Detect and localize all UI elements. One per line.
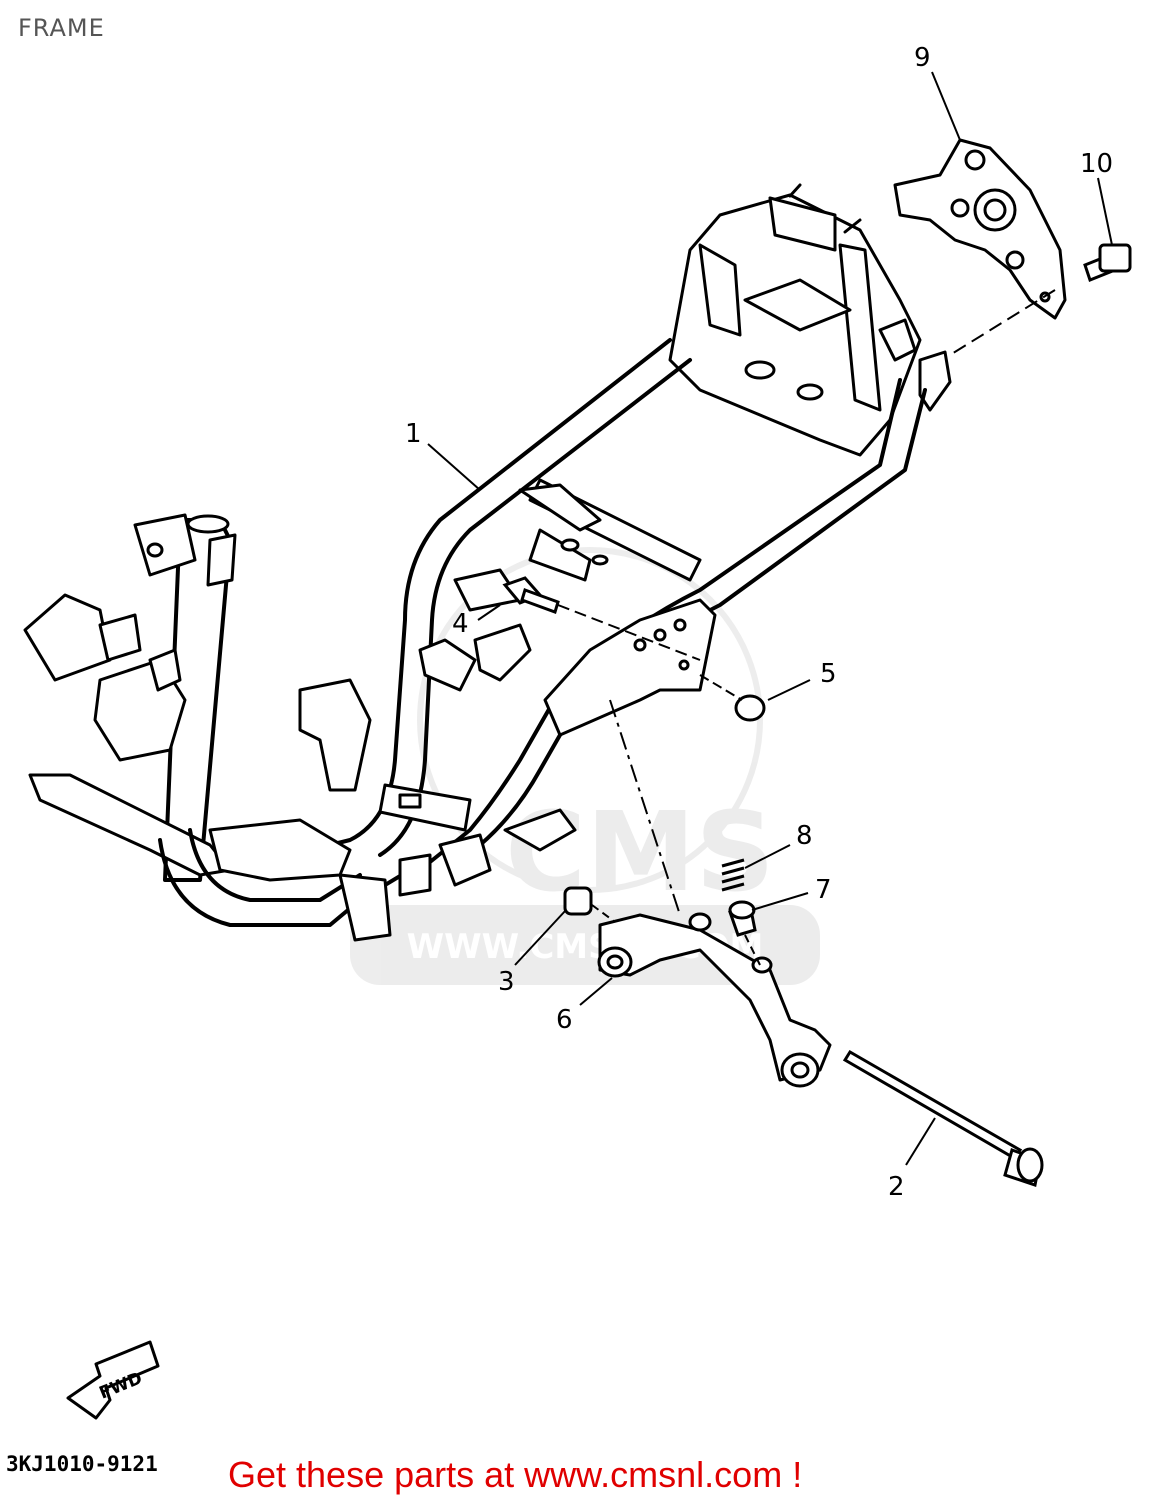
- part-2-long-bolt: [842, 1049, 1044, 1187]
- frame-main-body: [23, 183, 952, 942]
- callout-7: 7: [815, 875, 832, 905]
- leader-lines: [427, 71, 1113, 1166]
- callout-5: 5: [820, 659, 837, 689]
- cms-watermark-logo: WWW.CMSNL.COM CMS: [350, 547, 820, 985]
- part-5-nut: [734, 694, 766, 722]
- callout-2: 2: [888, 1172, 905, 1202]
- callout-1: 1: [405, 419, 422, 449]
- callout-8: 8: [796, 821, 813, 851]
- callout-3: 3: [498, 967, 515, 997]
- engine-mount-arm: [597, 912, 832, 1088]
- page-title: FRAME: [18, 14, 105, 42]
- callout-4: 4: [452, 609, 469, 639]
- part-3-collar: [563, 886, 593, 916]
- callout-10: 10: [1080, 149, 1113, 179]
- part-9-bracket: [893, 138, 1067, 320]
- part-4-bolt: [502, 576, 560, 614]
- callout-6: 6: [556, 1005, 573, 1035]
- diagram-code: 3KJ1010-9121: [6, 1452, 158, 1476]
- callout-9: 9: [914, 43, 931, 73]
- promo-link[interactable]: Get these parts at www.cmsnl.com !: [228, 1454, 803, 1495]
- watermark-logo-text: CMS: [505, 788, 774, 916]
- part-10-bolt: [1083, 243, 1132, 282]
- fwd-arrow: FWD: [66, 1340, 160, 1420]
- part-8-spring: [721, 858, 745, 892]
